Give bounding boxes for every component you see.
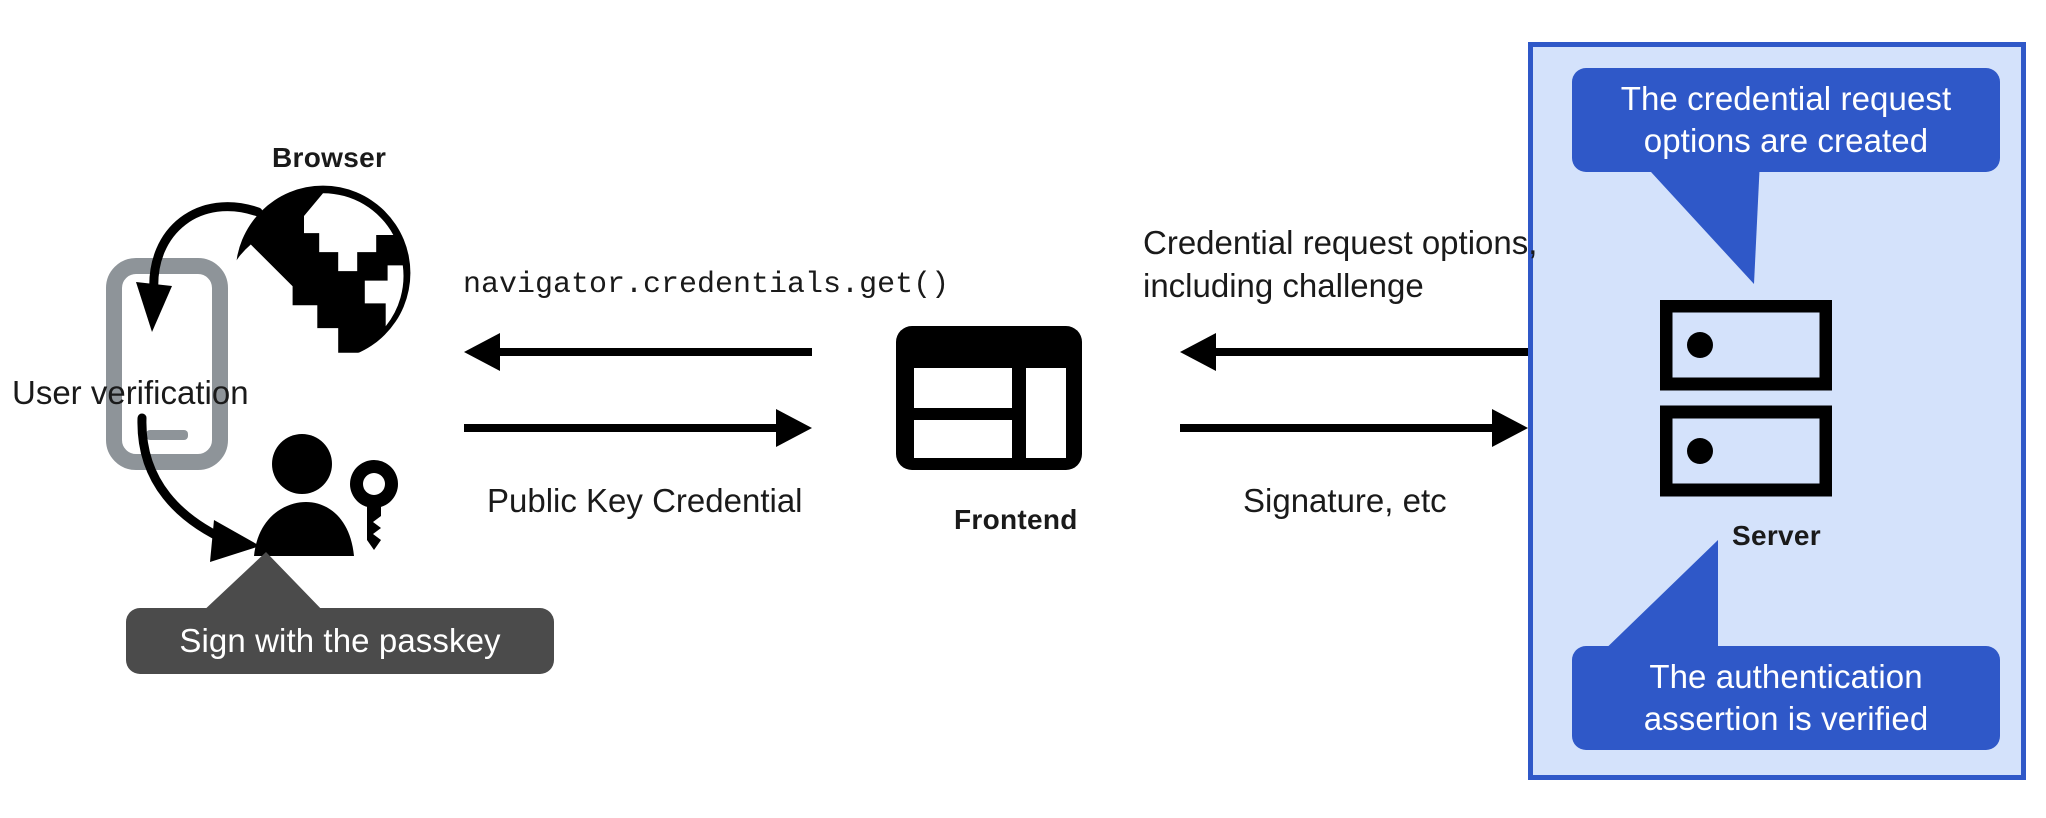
arrow-browser-to-frontend-line <box>464 424 776 432</box>
arrow-frontend-to-browser-head-icon <box>464 333 500 371</box>
globe-icon <box>228 185 411 368</box>
browser-label: Browser <box>272 142 387 173</box>
arrow-frontend-to-server-line <box>1180 424 1492 432</box>
callout-top-tail-icon <box>1640 160 1760 284</box>
server-label: Server <box>1732 520 1821 551</box>
callout-credential-request-options-created: The credential request options are creat… <box>1572 68 2000 172</box>
arrow-browser-to-frontend-head-icon <box>776 409 812 447</box>
callout-bottom-tail-icon <box>1594 540 1718 660</box>
person-with-key-icon <box>254 434 398 556</box>
signature-etc-label: Signature, etc <box>1243 482 1447 519</box>
arrow-frontend-to-server-head-icon <box>1492 409 1528 447</box>
arrow-server-to-frontend-head-icon <box>1180 333 1216 371</box>
navigator-credentials-get-label: navigator.credentials.get() <box>463 268 950 302</box>
callout-top-text: The credential request options are creat… <box>1620 79 1952 159</box>
callout-passkey-tail-icon <box>200 552 326 614</box>
credential-request-options-label: Credential request options, including ch… <box>1143 224 1538 304</box>
callout-sign-with-the-passkey: Sign with the passkey <box>126 608 554 674</box>
callout-bottom-text: The authentication assertion is verified <box>1643 657 1929 737</box>
mobile-phone-icon <box>106 258 228 470</box>
user-verification-label: User verification <box>12 374 249 411</box>
public-key-credential-label: Public Key Credential <box>487 482 803 519</box>
arrow-server-to-frontend-line <box>1216 348 1528 356</box>
callout-passkey-text: Sign with the passkey <box>179 621 501 659</box>
frontend-label: Frontend <box>954 504 1078 535</box>
server-racks-icon <box>1660 300 1832 497</box>
layout-window-icon <box>896 326 1082 470</box>
user-verification-arrows-icon <box>136 202 263 562</box>
callout-authentication-assertion-verified: The authentication assertion is verified <box>1572 646 2000 750</box>
arrow-frontend-to-browser-line <box>500 348 812 356</box>
